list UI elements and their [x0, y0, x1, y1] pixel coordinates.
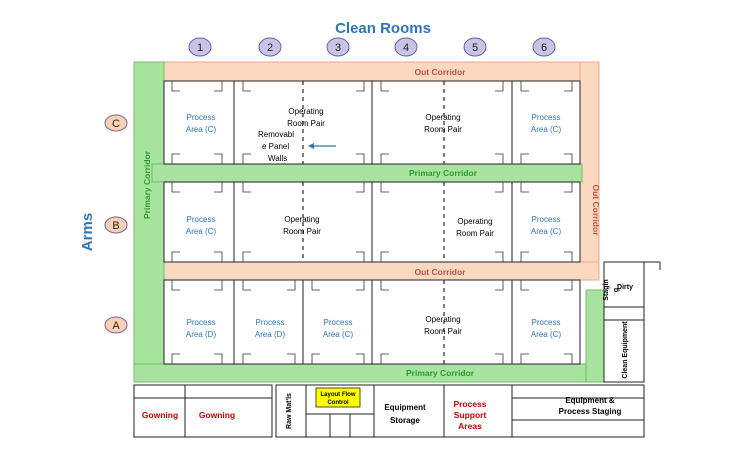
dirty-staging-label: Dirty — [617, 284, 633, 291]
removable-panel-arrow — [308, 143, 336, 149]
column-label-1: 1 — [197, 42, 203, 54]
column-marker-2: 2 — [258, 37, 282, 57]
equipment-staging-label: Equipment &Process Staging — [559, 396, 622, 416]
column-marker-6: 6 — [532, 37, 556, 57]
out-corridor-top-label: Out Corridor — [415, 67, 467, 77]
row-label-c: C — [112, 118, 120, 130]
row-marker-a: A — [104, 316, 128, 334]
column-label-3: 3 — [335, 42, 341, 54]
corridors — [133, 61, 605, 383]
room-walls — [163, 80, 581, 365]
bottom-support-walls — [133, 384, 645, 438]
raw-materials-label: Raw Mat'ls — [286, 393, 293, 429]
column-label-6: 6 — [541, 42, 547, 54]
column-marker-1: 1 — [188, 37, 212, 57]
column-marker-4: 4 — [394, 37, 418, 57]
out-corridor-top — [151, 61, 600, 82]
layout-flow-control-box — [315, 387, 361, 408]
right-support-walls — [603, 261, 661, 383]
column-label-4: 4 — [403, 42, 409, 54]
out-corridor-right-label: Out Corridor — [591, 185, 601, 237]
gowning-1-label: Gowning — [142, 410, 178, 420]
primary-corridor-left-label: Primary Corridor — [142, 150, 152, 219]
gowning-2-label: Gowning — [199, 410, 235, 420]
removable-panel-walls — [302, 81, 445, 364]
primary-corridor-middle-label: Primary Corridor — [409, 168, 478, 178]
row-markers: C B A — [104, 114, 128, 334]
primary-corridor-bottom-label: Primary Corridor — [406, 368, 475, 378]
out-corridor-middle — [151, 261, 600, 281]
column-label-2: 2 — [267, 42, 273, 54]
row-marker-b: B — [104, 216, 128, 234]
column-markers: 1 2 3 4 5 6 — [188, 37, 556, 57]
door-symbols — [171, 81, 573, 364]
column-label-5: 5 — [472, 42, 478, 54]
column-marker-5: 5 — [463, 37, 487, 57]
primary-corridor-bottom — [133, 363, 605, 383]
out-corridor-right — [579, 61, 600, 281]
row-label-b: B — [112, 220, 119, 232]
row-marker-c: C — [104, 114, 128, 132]
out-corridor-middle-label: Out Corridor — [415, 267, 467, 277]
primary-corridor-left — [133, 61, 165, 383]
primary-corridor-right-connector — [585, 289, 605, 383]
arms-label: Arms — [79, 213, 96, 251]
diagram-title: Clean Rooms — [335, 20, 431, 37]
row-label-a: A — [112, 320, 120, 332]
primary-corridor-middle — [151, 163, 583, 183]
column-marker-3: 3 — [326, 37, 350, 57]
clean-equipment-label: Clean Equipment — [622, 321, 629, 379]
